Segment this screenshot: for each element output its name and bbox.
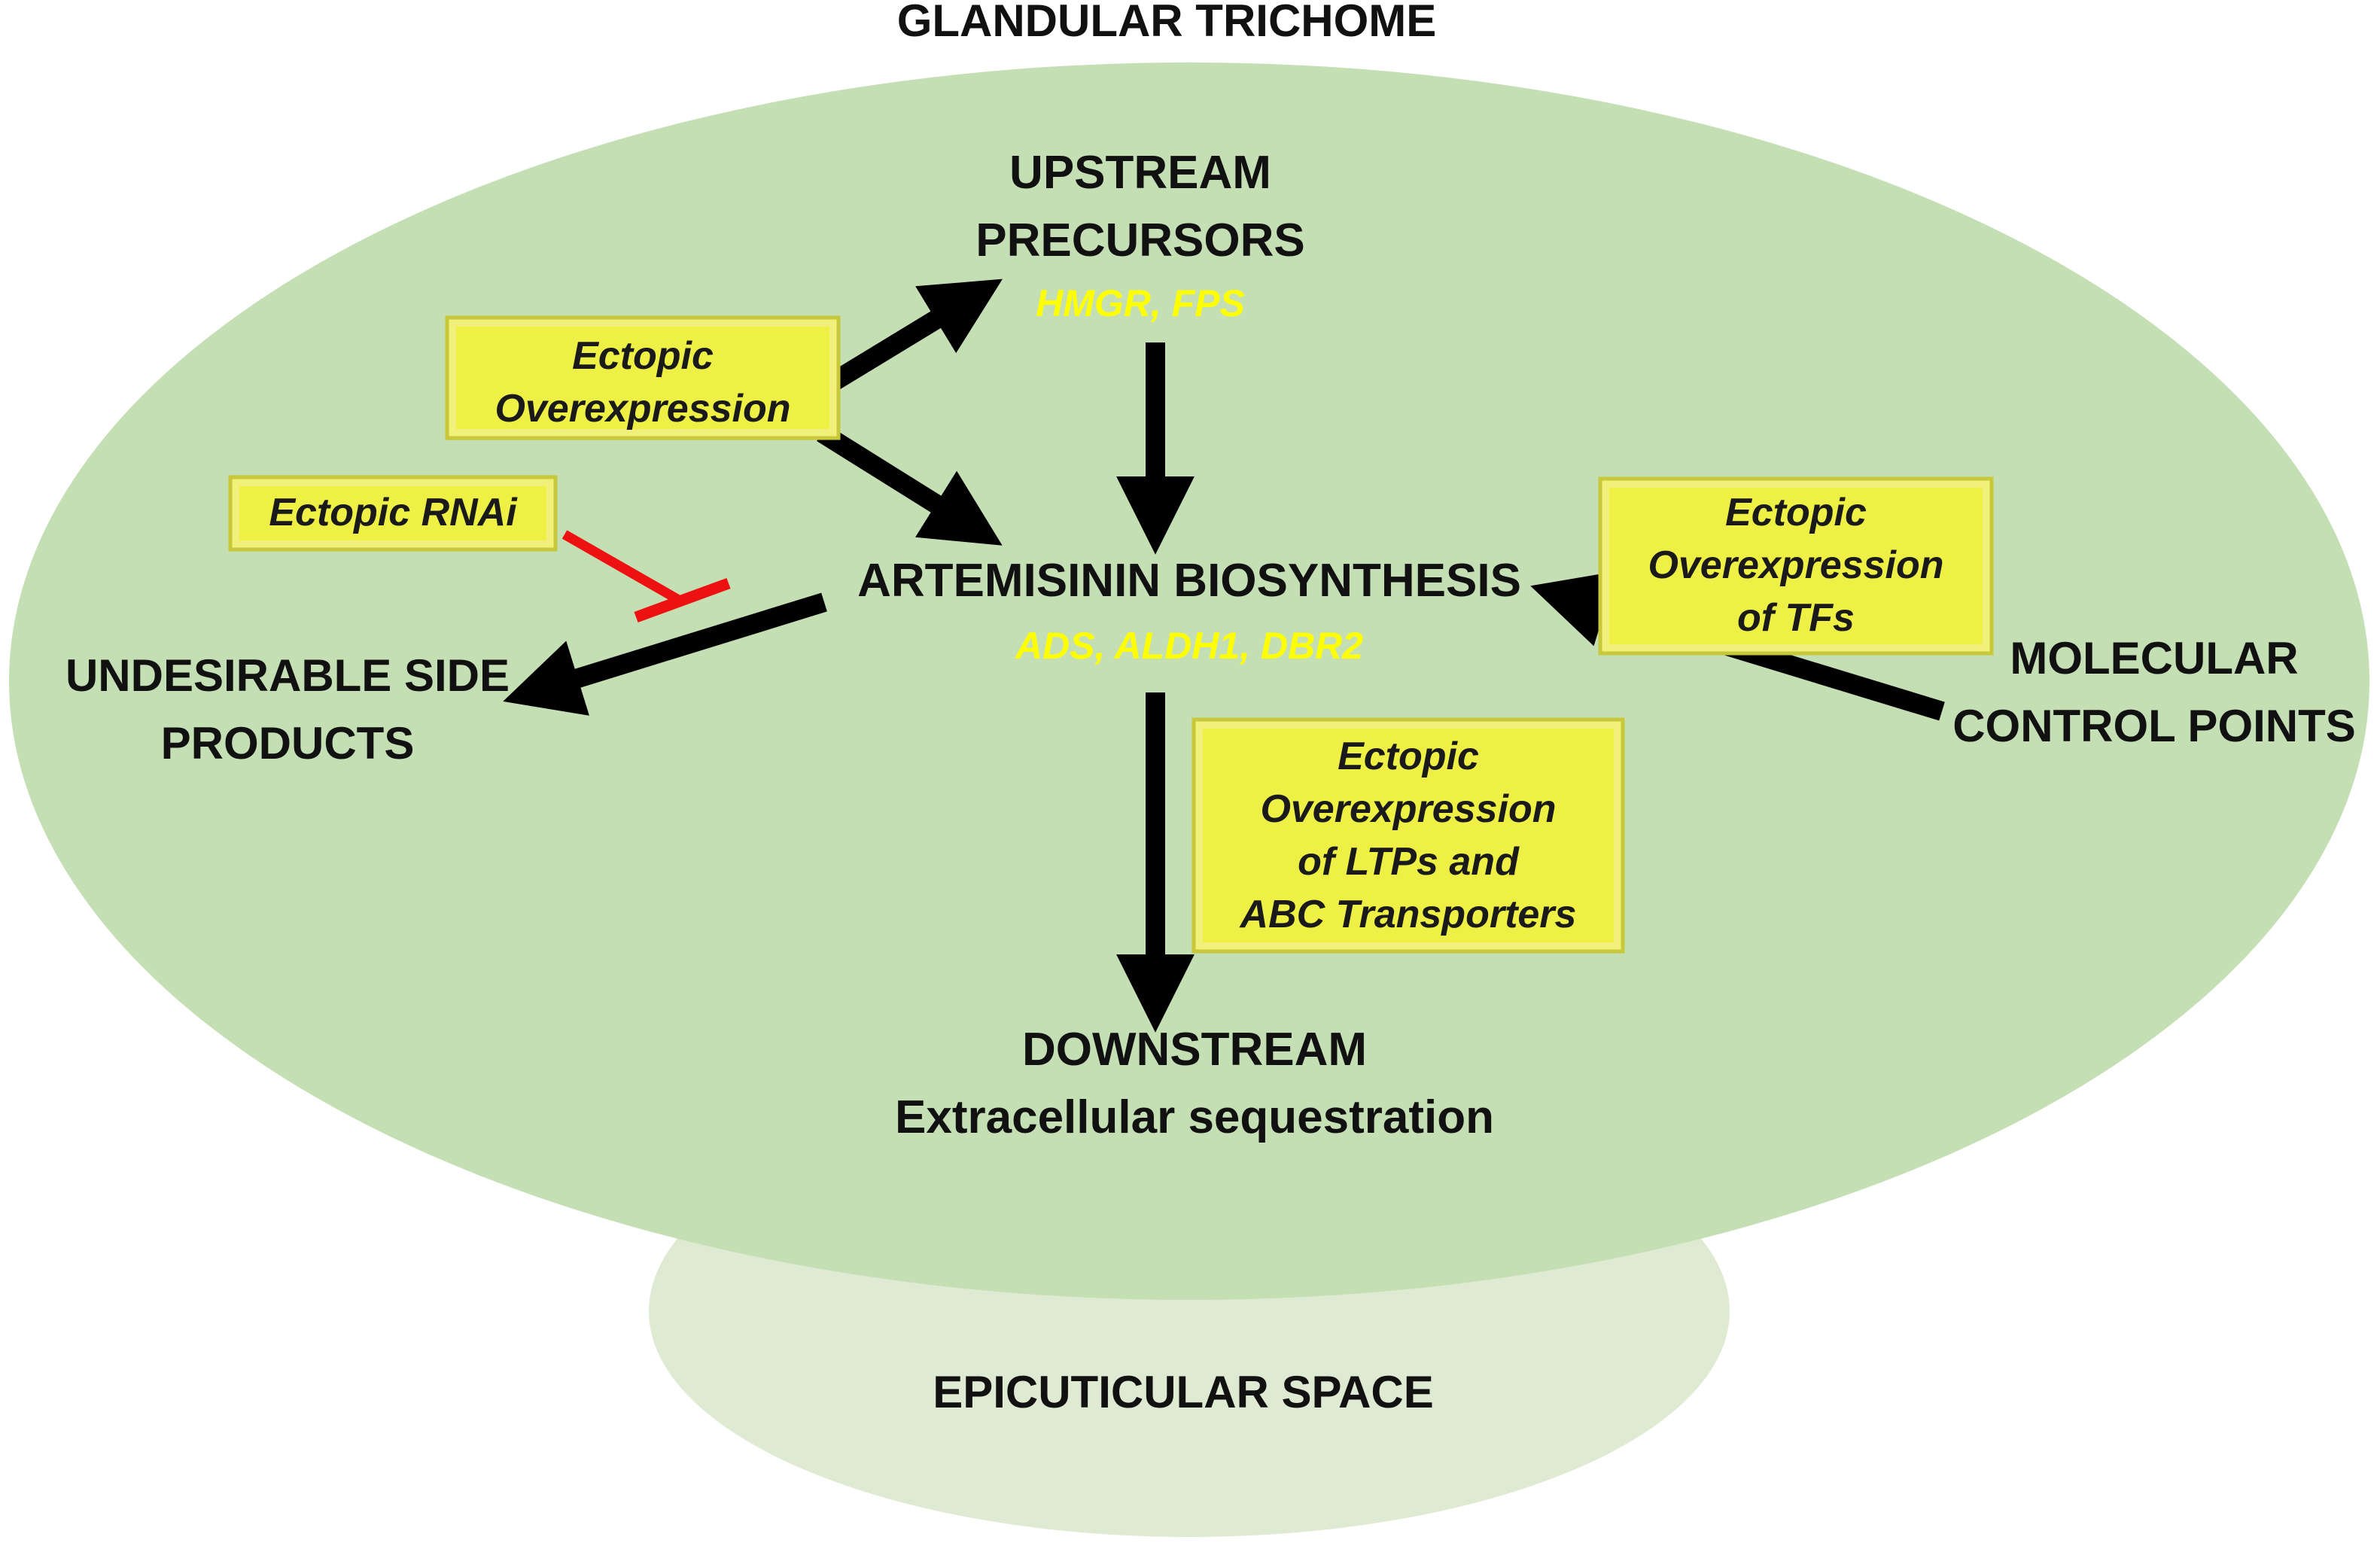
downstream-line2: Extracellular sequestration bbox=[895, 1091, 1494, 1143]
control-points-line2: CONTROL POINTS bbox=[1952, 701, 2356, 751]
tfs-box-line3: of TFs bbox=[1737, 596, 1855, 640]
upstream-label-line2: PRECURSORS bbox=[975, 215, 1305, 266]
biosynthesis-label: ARTEMISININ BIOSYNTHESIS bbox=[857, 555, 1521, 607]
downstream-line1: DOWNSTREAM bbox=[1022, 1024, 1367, 1076]
tfs-box-line2: Overexpression bbox=[1648, 543, 1943, 587]
overexpression-box-line1: Ectopic bbox=[572, 334, 714, 378]
transporters-box-line3: of LTPs and bbox=[1298, 840, 1520, 884]
transporters-box-line1: Ectopic bbox=[1338, 735, 1479, 778]
rnai-box-line1: Ectopic RNAi bbox=[269, 491, 518, 534]
arrow-biosynthesis-to-side-products bbox=[503, 592, 827, 716]
side-products-line1: UNDESIRABLE SIDE bbox=[65, 650, 510, 701]
arrow-overexpression-to-biosynthesis bbox=[817, 424, 1003, 546]
side-products-line2: PRODUCTS bbox=[161, 718, 415, 768]
ectopic-overexpression-tfs-box: Ectopic Overexpression of TFs bbox=[1598, 476, 1994, 656]
ectopic-overexpression-box: Ectopic Overexpression bbox=[445, 315, 841, 440]
artemisinin-biosynthesis-node: ARTEMISININ BIOSYNTHESIS ADS, ALDH1, DBR… bbox=[857, 555, 1521, 667]
epicuticular-space-title: EPICUTICULAR SPACE bbox=[933, 1367, 1434, 1417]
ectopic-rnai-box: Ectopic RNAi bbox=[228, 475, 558, 552]
transporters-box-line2: Overexpression bbox=[1260, 787, 1556, 831]
upstream-precursors-node: UPSTREAM PRECURSORS HMGR, FPS bbox=[975, 147, 1305, 324]
undesirable-side-products-node: UNDESIRABLE SIDE PRODUCTS bbox=[65, 650, 510, 768]
biosynthesis-genes: ADS, ALDH1, DBR2 bbox=[1014, 625, 1363, 667]
inhibition-symbol bbox=[562, 530, 731, 623]
downstream-node: DOWNSTREAM Extracellular sequestration bbox=[895, 1024, 1494, 1143]
molecular-control-points-node: MOLECULAR CONTROL POINTS bbox=[1952, 633, 2356, 751]
arrow-overexpression-to-upstream bbox=[821, 278, 1003, 395]
overexpression-box-line2: Overexpression bbox=[495, 387, 790, 431]
upstream-genes: HMGR, FPS bbox=[1036, 282, 1245, 324]
glandular-trichome-title: GLANDULAR TRICHOME bbox=[897, 0, 1437, 46]
tfs-box-line1: Ectopic bbox=[1725, 491, 1867, 534]
control-points-line1: MOLECULAR bbox=[2010, 633, 2298, 683]
upstream-label-line1: UPSTREAM bbox=[1009, 147, 1271, 199]
transporters-box-line4: ABC Transporters bbox=[1239, 893, 1577, 936]
ectopic-overexpression-transporters-box: Ectopic Overexpression of LTPs and ABC T… bbox=[1192, 717, 1625, 954]
